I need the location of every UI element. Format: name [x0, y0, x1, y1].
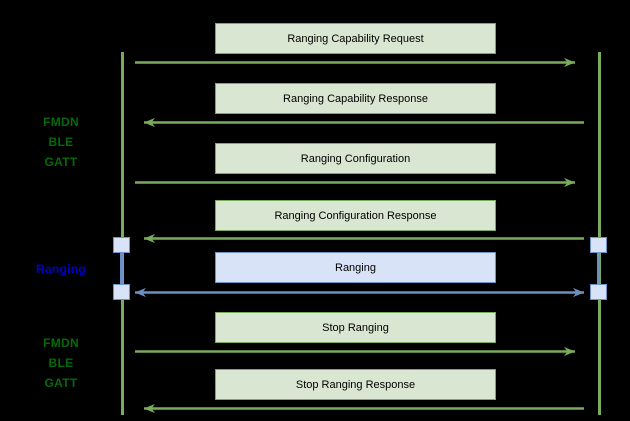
activation-right-bar	[597, 238, 600, 299]
phase-label-ranging: Ranging	[30, 259, 92, 279]
message-box-ranging-capability-request: Ranging Capability Request	[215, 23, 496, 54]
left-lifeline	[121, 52, 124, 415]
phase-label-fmdn-ble-gatt-bottom: FMDN BLE GATT	[30, 333, 92, 393]
message-arrow-ranging-configuration-response	[132, 232, 596, 245]
message-arrow-ranging	[123, 286, 596, 299]
message-box-stop-ranging-response: Stop Ranging Response	[215, 369, 496, 400]
activation-left-start-marker	[113, 237, 130, 253]
message-box-stop-ranging: Stop Ranging	[215, 312, 496, 343]
phase-label-line: GATT	[44, 155, 78, 169]
message-box-ranging-capability-response: Ranging Capability Response	[215, 83, 496, 114]
message-box-ranging: Ranging	[215, 252, 496, 283]
message-box-ranging-configuration-response: Ranging Configuration Response	[215, 200, 496, 231]
message-box-ranging-configuration: Ranging Configuration	[215, 143, 496, 174]
phase-label-line: FMDN	[43, 336, 79, 350]
message-arrow-stop-ranging	[123, 345, 587, 358]
activation-left-end-marker	[113, 284, 130, 300]
phase-label-line: Ranging	[35, 262, 87, 276]
phase-label-line: FMDN	[43, 115, 79, 129]
message-arrow-ranging-configuration	[123, 176, 587, 189]
activation-right-end-marker	[590, 284, 607, 300]
phase-label-line: BLE	[48, 135, 74, 149]
phase-label-line: GATT	[44, 376, 78, 390]
activation-right-start-marker	[590, 237, 607, 253]
message-arrow-stop-ranging-response	[132, 402, 596, 415]
right-lifeline	[598, 52, 601, 415]
message-arrow-ranging-capability-request	[123, 56, 587, 69]
phase-label-fmdn-ble-gatt-top: FMDN BLE GATT	[30, 112, 92, 172]
phase-label-line: BLE	[48, 356, 74, 370]
message-arrow-ranging-capability-response	[132, 116, 596, 129]
activation-left-bar	[120, 238, 123, 299]
